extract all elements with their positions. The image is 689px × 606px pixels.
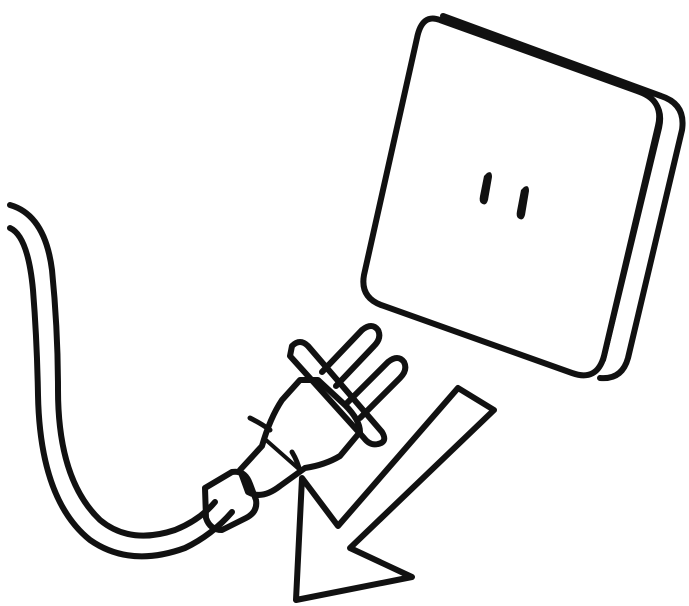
power-cord-icon (10, 205, 256, 556)
two-pin-plug-icon (240, 326, 405, 495)
cord-outer-line (10, 205, 215, 536)
socket-side-edge (443, 16, 683, 378)
pull-direction-arrow-icon (296, 388, 494, 600)
cord-inner-line (10, 228, 232, 556)
socket-face (363, 18, 659, 375)
arrow-outline (296, 388, 494, 600)
socket-slot-left (480, 172, 492, 204)
wall-socket-icon (363, 16, 682, 378)
socket-slot-right (517, 186, 529, 219)
